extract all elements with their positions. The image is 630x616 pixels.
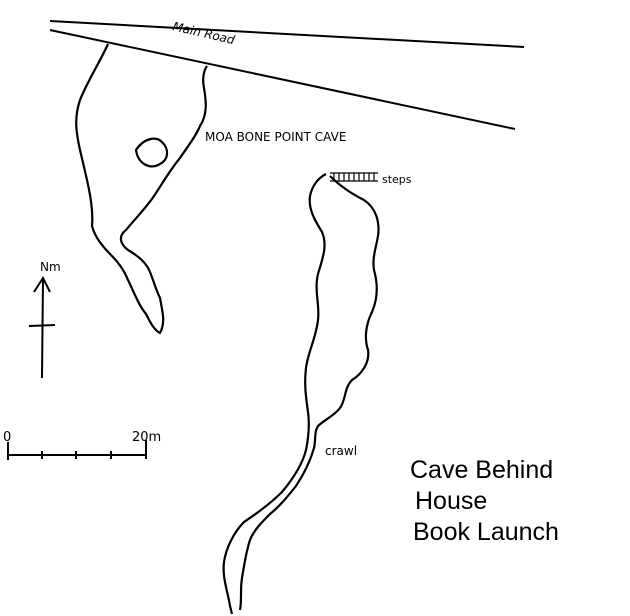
- steps-hatching: [330, 172, 378, 182]
- caption-block: Cave Behind House Book Launch: [410, 455, 559, 548]
- main-road: [49, 20, 525, 130]
- north-arrow: [28, 275, 56, 379]
- caption-line-3: Book Launch: [413, 518, 559, 546]
- steps-label: steps: [382, 173, 412, 186]
- north-label: Nm: [40, 260, 61, 274]
- scale-end-label: 20m: [132, 430, 161, 445]
- cave-behind-house-outline: [222, 173, 380, 615]
- road-label: Main Road: [171, 19, 236, 47]
- crawl-label: crawl: [325, 444, 357, 458]
- caption-line-2: House: [415, 487, 488, 515]
- scale-bar: [7, 440, 147, 460]
- moa-bone-point-cave-outline: [75, 43, 208, 335]
- scale-start-label: 0: [3, 430, 11, 445]
- caption-line-1: Cave Behind: [410, 456, 554, 484]
- cave-label: MOA BONE POINT CAVE: [205, 130, 346, 144]
